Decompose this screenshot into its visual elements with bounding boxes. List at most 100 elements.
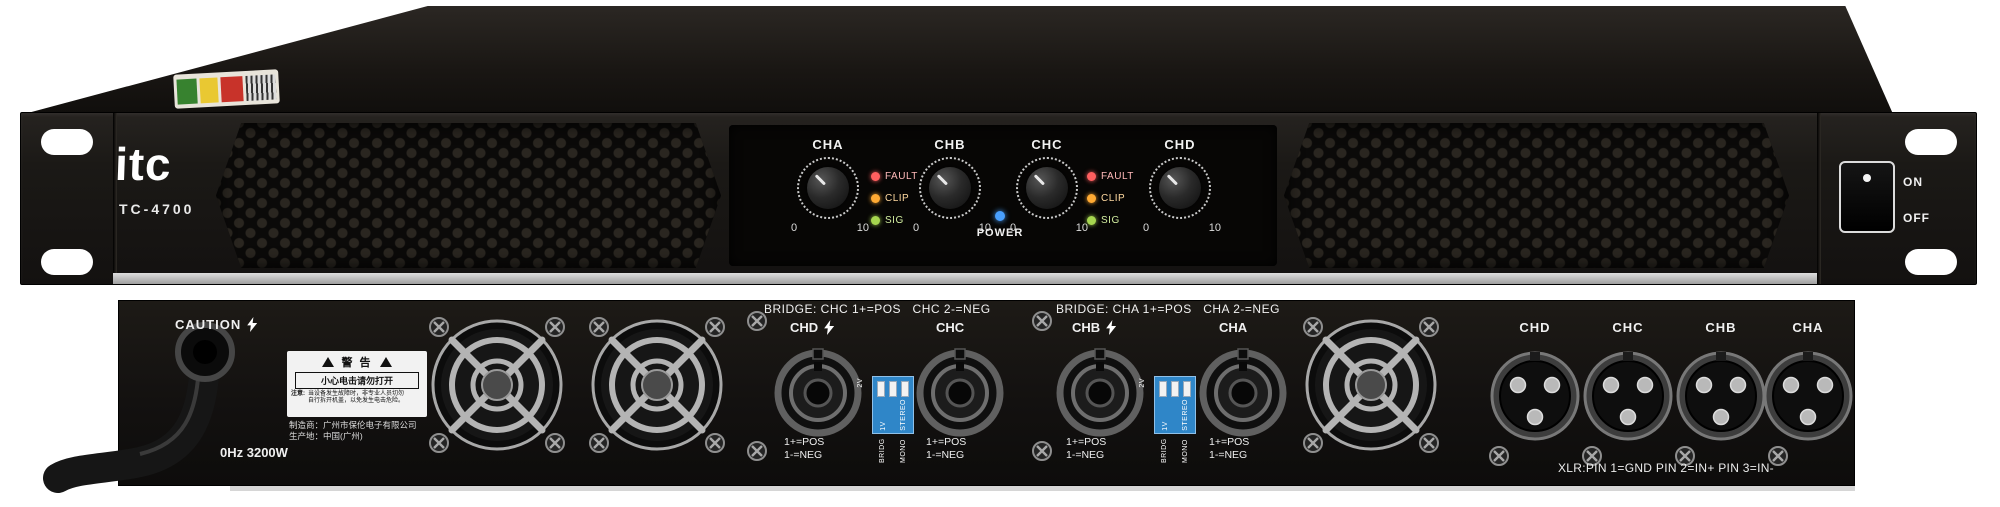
led-group-ab: FAULT CLIP SIG — [871, 165, 929, 231]
rack-mount-hole — [1905, 129, 1957, 155]
signal-led — [1087, 215, 1096, 225]
gain-knob-cha[interactable] — [797, 157, 859, 219]
knob-scale-min: 0 — [791, 222, 798, 234]
dip-mode-labels: BRIDG MONO — [1154, 437, 1196, 463]
channel-knob-group-cha: CHA 0 10 — [783, 125, 873, 266]
warning-triangle-icon — [379, 357, 392, 367]
caution-label: CAUTION — [175, 317, 258, 332]
dip-handle[interactable] — [1183, 381, 1191, 397]
knob-scale-max: 10 — [1075, 222, 1088, 234]
gain-knob-chb[interactable] — [919, 157, 981, 219]
front-panel: itc TC-4700 CHA 0 10 FAULT CLIP SIG CHB — [20, 112, 1977, 285]
caution-text: CAUTION — [175, 317, 242, 332]
signal-led-label: SIG — [885, 214, 904, 226]
gain-knob-chd[interactable] — [1149, 157, 1211, 219]
led-group-cd: FAULT CLIP SIG — [1087, 165, 1145, 231]
fault-led — [1087, 171, 1096, 181]
dip-handle[interactable] — [877, 381, 885, 397]
switch-off-label: OFF — [1903, 211, 1930, 225]
rocker-pip — [1863, 174, 1871, 182]
fault-led-label: FAULT — [885, 170, 918, 182]
knob-scale-max: 10 — [978, 222, 991, 234]
warning-note: 注意: 当设备发生故障时，非专业人员切勿 自行拆开机盖，以免发生电击危险。 — [291, 391, 423, 405]
lightning-bolt-icon — [824, 320, 835, 335]
knob-scale-max: 10 — [856, 222, 869, 234]
knob-scale: 0 10 — [905, 222, 995, 236]
dip-inner-labels: 1V STEREO — [873, 399, 913, 431]
panel-screw — [1031, 310, 1053, 332]
fault-led — [871, 171, 880, 181]
power-led — [995, 211, 1005, 221]
xlr-connector-chc — [1583, 350, 1673, 441]
warning-note-lines: 当设备发生故障时，非专业人员切勿 自行拆开机盖，以免发生电击危险。 — [308, 391, 404, 405]
led-row: CLIP — [871, 187, 929, 209]
knob-cap — [1159, 167, 1201, 209]
dip-label-1v: 1V — [1161, 421, 1169, 431]
signal-led — [871, 215, 880, 225]
knob-scale: 0 10 — [1002, 222, 1092, 236]
warning-header: 警 告 — [291, 354, 423, 370]
manufacturer-line2: 生产地：中国(广州) — [289, 431, 363, 441]
rack-mount-hole — [41, 249, 93, 275]
bridge-header-left: BRIDGE: CHC 1+=POS CHC 2-=NEG — [764, 302, 991, 316]
channel-label-chd: CHD — [1164, 137, 1196, 152]
warning-note-label: 注意: — [291, 391, 305, 397]
knob-scale: 0 10 — [1135, 222, 1225, 236]
speakon-connector-chc — [920, 349, 1000, 433]
dip-label-stereo: STEREO — [1181, 399, 1189, 431]
signal-led-label: SIG — [1101, 214, 1120, 226]
power-rocker-switch[interactable] — [1839, 161, 1895, 233]
dip-label-stereo: STEREO — [899, 399, 907, 431]
speakon-connector-cha — [1203, 349, 1283, 433]
gain-knob-chc[interactable] — [1016, 157, 1078, 219]
xlr-label-cha: CHA — [1792, 320, 1824, 335]
dip-handle[interactable] — [1171, 381, 1179, 397]
speakon-connector-chd — [778, 349, 858, 433]
warning-note-line1: 当设备发生故障时，非专业人员切勿 — [308, 391, 405, 397]
dip-label-2v: 2V — [1139, 378, 1146, 388]
xlr-label-chb: CHB — [1705, 320, 1737, 335]
power-indicator: POWER — [970, 211, 1030, 239]
clip-led — [871, 193, 880, 203]
xlr-connector-chb — [1676, 350, 1766, 441]
dip-handle[interactable] — [901, 381, 909, 397]
channel-label-cha: CHA — [812, 137, 844, 152]
switch-on-label: ON — [1903, 175, 1923, 189]
manufacturer-info: 制造商：广州市保伦电子有限公司 生产地：中国(广州) — [289, 420, 417, 442]
mode-dip-switch-left[interactable]: 1V STEREO — [872, 376, 914, 434]
dip-handles — [1155, 377, 1195, 397]
xlr-label-chd: CHD — [1519, 320, 1551, 335]
warning-title: 警 告 — [341, 357, 373, 369]
dip-handles — [873, 377, 913, 397]
knob-cap — [1026, 167, 1068, 209]
warning-label: 警 告 小心电击请勿打开 注意: 当设备发生故障时，非专业人员切勿 自行拆开机盖… — [287, 351, 427, 417]
channel-knob-group-chb: CHB 0 10 — [905, 125, 995, 266]
mode-dip-switch-right[interactable]: 1V STEREO — [1154, 376, 1196, 434]
dip-label-bridge: BRIDG — [879, 438, 886, 463]
rack-ear-divider — [113, 113, 117, 284]
control-panel: CHA 0 10 FAULT CLIP SIG CHB 0 10 — [729, 125, 1277, 266]
power-led-label: POWER — [976, 227, 1024, 239]
knob-scale-min: 0 — [1010, 222, 1017, 234]
clip-led-label: CLIP — [885, 192, 910, 204]
rack-ear-divider — [1817, 113, 1821, 284]
led-row: SIG — [1087, 209, 1145, 231]
cord-grommet-center — [193, 340, 217, 364]
dip-handle[interactable] — [889, 381, 897, 397]
dip-label-bridge: BRIDG — [1161, 438, 1168, 463]
speakon-label-chb: CHB — [1072, 320, 1117, 335]
channel-label-chc: CHC — [1031, 137, 1063, 152]
speakon-connector-chb — [1060, 349, 1140, 433]
clip-led-label: CLIP — [1101, 192, 1126, 204]
channel-knob-group-chd: CHD 0 10 — [1135, 125, 1225, 266]
knob-scale-max: 10 — [1208, 222, 1221, 234]
fault-led-label: FAULT — [1101, 170, 1134, 182]
dip-handle[interactable] — [1159, 381, 1167, 397]
rear-trim-strip — [230, 486, 1855, 491]
led-row: FAULT — [871, 165, 929, 187]
